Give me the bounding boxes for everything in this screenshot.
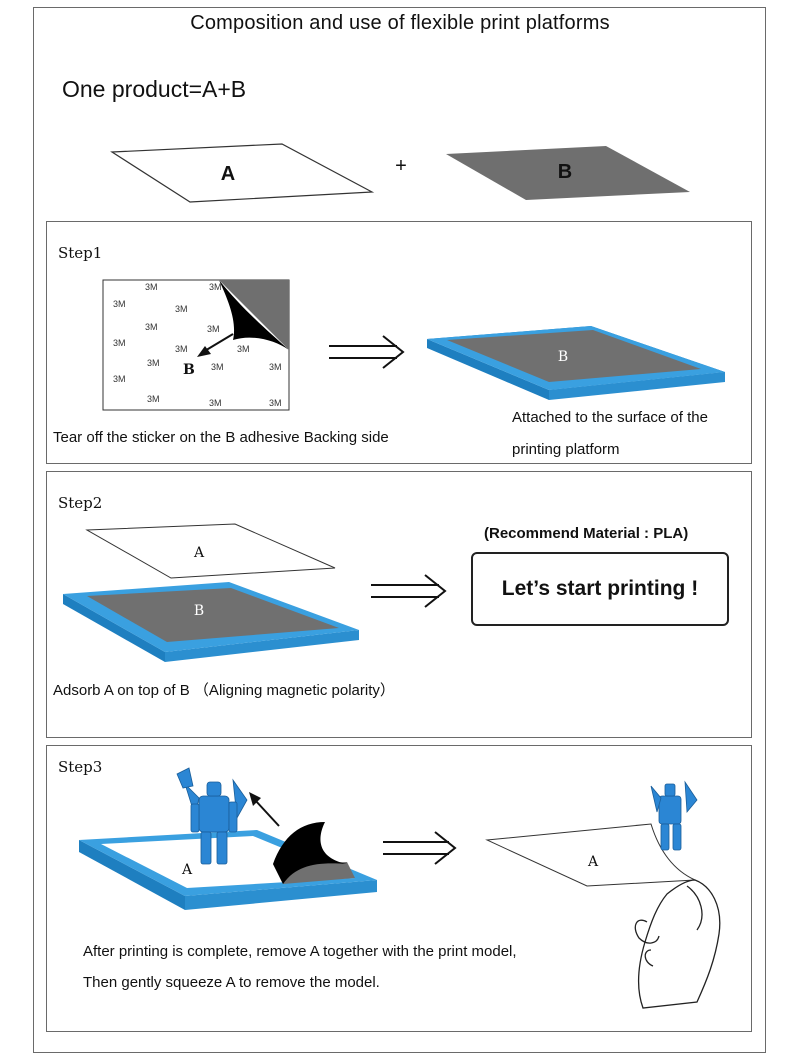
step2-double-arrow [371, 574, 447, 608]
step1-panel: Step1 3M 3M 3M 3M 3M 3M 3M 3M 3M 3M 3M 3… [46, 221, 752, 464]
lift-arrow-head [249, 792, 261, 806]
step3-illustration: A A [79, 767, 721, 1009]
step3-panel: Step3 A A [46, 745, 752, 1032]
step2-label: Step2 [58, 494, 103, 512]
platform-b-label: B [558, 349, 568, 365]
product-equation: One product=A+B [62, 76, 247, 102]
sticker-3m-mark: 3M [147, 394, 160, 404]
step2-illustration: A B [63, 523, 447, 662]
step3-caption-1: After printing is complete, remove A tog… [83, 943, 517, 960]
page-frame [33, 7, 766, 1053]
platform-front [427, 339, 549, 400]
robot-model-small [650, 780, 698, 851]
sheet-a [110, 143, 375, 203]
hand-sketch [634, 879, 721, 1009]
step3-caption-2: Then gently squeeze A to remove the mode… [83, 974, 380, 991]
sticker-3m-mark: 3M [211, 362, 224, 372]
step1-caption-left: Tear off the sticker on the B adhesive B… [53, 429, 389, 446]
sticker-3m-mark: 3M [113, 338, 126, 348]
composition-illustration: A + B [110, 143, 690, 203]
sticker-3m-mark: 3M [237, 344, 250, 354]
step2-panel: Step2 A B (Recommend Material : PLA) Let… [46, 471, 752, 738]
flexed-sheet-a-label: A [587, 854, 599, 870]
sticker-3m-mark: 3M [113, 299, 126, 309]
sheet-a [85, 523, 336, 579]
step1-double-arrow [329, 335, 405, 369]
sticker-3m-mark: 3M [147, 358, 160, 368]
sticker-gray-corner [219, 280, 289, 350]
lift-arrow-line [254, 799, 280, 827]
step1-caption-right-1: Attached to the surface of the [512, 409, 708, 426]
sticker-3m-mark: 3M [175, 344, 188, 354]
plus-sign: + [395, 155, 407, 177]
sticker-b-label: B [183, 362, 195, 378]
sticker-3m-mark: 3M [175, 304, 188, 314]
step1-label: Step1 [58, 244, 103, 262]
platform-sheet-b [447, 330, 701, 382]
sticker-3m-mark: 3M [209, 282, 222, 292]
platform-front-right [165, 630, 359, 662]
sheet-b-label: B [558, 161, 572, 183]
platform-sheet-b [87, 588, 339, 642]
sticker-3m-mark: 3M [209, 398, 222, 408]
step3-double-arrow [383, 831, 457, 865]
step1-caption-right-2: printing platform [512, 441, 620, 458]
sticker-3m-mark: 3M [113, 374, 126, 384]
peeled-backing [219, 280, 289, 350]
sticker-3m-mark: 3M [269, 398, 282, 408]
platform-front-right [549, 372, 725, 400]
sticker-3m-mark: 3M [145, 322, 158, 332]
platform-a-label: A [181, 862, 193, 878]
sheet-a-label: A [221, 163, 235, 185]
page-title: Composition and use of flexible print pl… [190, 12, 610, 34]
step3-label: Step3 [58, 758, 103, 776]
sheet-b [446, 146, 690, 200]
start-printing-callout: Let’s start printing ! [471, 552, 729, 626]
platform-front [79, 840, 185, 910]
platform-front-right [185, 880, 377, 910]
sticker-3m-mark: 3M [269, 362, 282, 372]
sticker-3m-marks: 3M 3M 3M 3M 3M 3M 3M 3M 3M 3M 3M 3M 3M 3… [113, 282, 282, 408]
robot-model [176, 767, 248, 865]
sticker-3m-mark: 3M [145, 282, 158, 292]
platform-front [63, 594, 165, 662]
step1-illustration: 3M 3M 3M 3M 3M 3M 3M 3M 3M 3M 3M 3M 3M 3… [102, 279, 725, 411]
step2-caption: Adsorb A on top of B （Aligning magnetic … [53, 682, 395, 699]
platform-b-label: B [194, 603, 204, 619]
peel-arrow-line [202, 333, 234, 353]
sheet-a-label: A [193, 545, 205, 561]
recommend-material-note: (Recommend Material : PLA) [484, 525, 689, 542]
peel-arrow-head [197, 346, 211, 357]
peeled-sheet [273, 822, 347, 884]
sticker-3m-mark: 3M [207, 324, 220, 334]
